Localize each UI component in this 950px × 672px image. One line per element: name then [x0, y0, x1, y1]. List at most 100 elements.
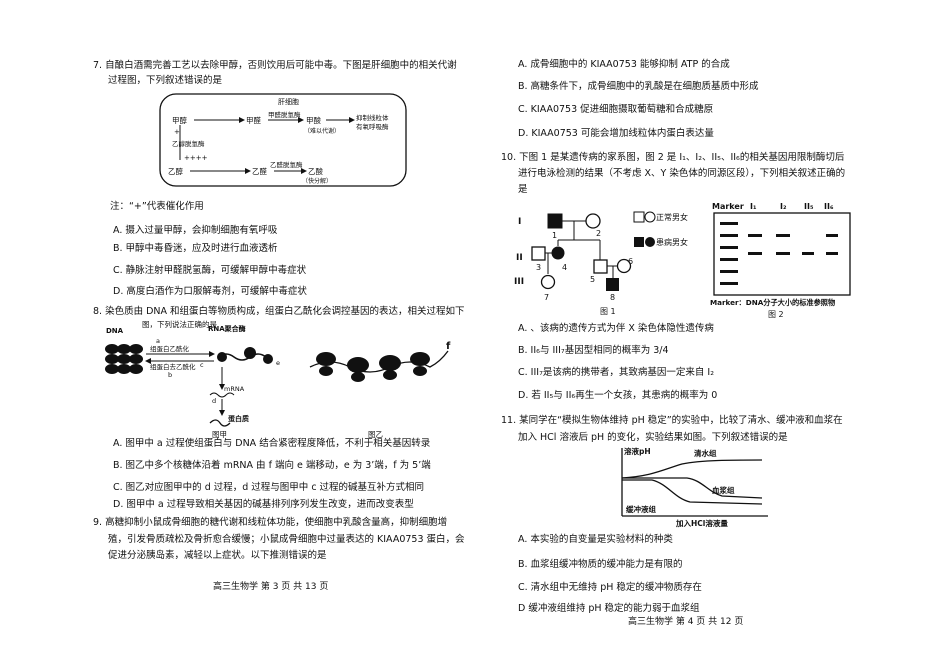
q7-liver-metabolism-diagram: 肝细胞 甲醇 甲醛 甲醛脱氢酶 甲酸 （难以代谢） 抑制线粒体 有氧呼吸酶 + …	[159, 93, 407, 187]
label-d: d	[212, 397, 216, 405]
q7-option-a: A. 摄入过量甲醇，会抑制细胞有氧呼吸	[113, 225, 278, 236]
protein-label: 蛋白质	[228, 414, 249, 423]
figure-b-caption: 图乙	[368, 430, 383, 439]
adh-enzyme-label: 乙醇脱氢酶	[172, 139, 205, 148]
protein-chain	[209, 419, 231, 427]
plasma-curve	[622, 477, 763, 499]
x-axis-label: 加入HCl溶液量	[675, 518, 728, 528]
lane-I1-header: I₁	[750, 202, 757, 211]
nucleosome-3	[263, 354, 273, 364]
water-curve	[621, 459, 763, 479]
q8-option-c: C. 图乙对应图甲中的 d 过程，d 过程与图甲中 c 过程的碱基互补方式相同	[113, 482, 425, 493]
acetic-acid-note: （快分解）	[302, 177, 332, 185]
q9-option-c: C. KIAA0753 促进细胞摄取葡萄糖和合成糖原	[518, 104, 714, 115]
q11-option-a: A. 本实验的自变量是实验材料的种类	[518, 534, 673, 545]
y-axis-label: 溶液pH	[624, 446, 651, 456]
q10-option-c: C. III₇是该病的携带者，其致病基因一定来自 I₂	[518, 367, 715, 378]
buffer-curve	[622, 479, 763, 505]
label-e-left: e	[276, 359, 280, 367]
acetaldehyde-label: 乙醛	[252, 166, 267, 176]
label-3: 3	[536, 263, 541, 272]
label-f: f	[446, 341, 451, 352]
q9-option-a: A. 成骨细胞中的 KIAA0753 能够抑制 ATP 的合成	[518, 59, 730, 70]
generation-1: I	[518, 217, 521, 227]
buffer-series-label: 缓冲液组	[625, 504, 656, 514]
formic-acid-note: （难以代谢）	[304, 127, 340, 135]
sample-bands	[748, 234, 838, 255]
liver-cell-label: 肝细胞	[278, 97, 299, 106]
aldh-enzyme-label: 乙醛脱氢酶	[270, 160, 303, 169]
marker-header: Marker	[712, 202, 744, 211]
q9-stem-line1: 9. 高糖抑制小鼠成骨细胞的糖代谢和线粒体功能，使细胞中乳酸含量高，抑制细胞增	[93, 517, 448, 528]
label-7: 7	[544, 293, 549, 302]
q7-option-c: C. 静脉注射甲醛脱氢酶，可缓解甲醇中毒症状	[113, 265, 307, 276]
legend-affected-female	[645, 237, 655, 247]
left-page-footer: 高三生物学 第 3 页 共 13 页	[213, 582, 329, 592]
q11-option-d: D 缓冲液组维持 pH 稳定的能力弱于血浆组	[518, 603, 700, 614]
generation-2: II	[516, 253, 523, 263]
individual-II5	[593, 259, 608, 274]
formaldehyde-label: 甲醛	[246, 115, 261, 125]
q9-option-b: B. 高糖条件下，成骨细胞中的乳酸是在细胞质基质中形成	[518, 81, 759, 92]
q10-option-b: B. II₆与 III₇基因型相同的概率为 3/4	[518, 345, 669, 356]
q8-option-a: A. 图甲中 a 过程使组蛋白与 DNA 结合紧密程度降低，不利于相关基因转录	[113, 438, 431, 449]
label-2: 2	[596, 229, 601, 238]
label-b: b	[168, 371, 172, 379]
q8-option-d: D. 图甲中 a 过程导致相关基因的碱基排列序列发生改变，进而改变表型	[113, 499, 414, 510]
individual-II3	[531, 246, 546, 261]
pedigree-chart: I II III 1 2 3 4 5 6 7 8 正常男女	[514, 211, 688, 316]
legend-normal-label: 正常男女	[656, 212, 688, 222]
right-page-footer: 高三生物学 第 4 页 共 12 页	[628, 617, 744, 627]
individual-III8	[606, 278, 619, 291]
mrna-strand	[209, 392, 235, 398]
q10-stem-line1: 10. 下图 1 是某遗传病的家系图，图 2 是 I₁、I₂、II₅、II₆的相…	[501, 152, 845, 163]
nucleosome-1	[217, 352, 227, 362]
q11-stem-line2: 加入 HCl 溶液后 pH 的变化，实验结果如图。下列叙述错误的是	[518, 432, 788, 443]
legend-affected-label: 患病男女	[656, 237, 688, 247]
generation-3: III	[514, 277, 524, 287]
dna-label: DNA	[106, 327, 124, 335]
inhibit-label-1: 抑制线粒体	[356, 113, 389, 122]
q7-stem-line2: 过程图，下列叙述错误的是	[108, 75, 223, 86]
label-1: 1	[552, 231, 557, 240]
q8-stem-line1: 8. 染色质由 DNA 和组蛋白等物质构成，组蛋白乙酰化会调控基因的表达，相关过…	[93, 306, 465, 317]
label-6: 6	[628, 257, 633, 266]
q9-stem-line2: 殖，引发骨质疏松及骨折愈合缓慢；小鼠成骨细胞中过量表达的 KIAA0753 蛋白…	[108, 534, 465, 545]
q7-option-b: B. 甲醇中毒昏迷，应及时进行血液透析	[113, 243, 278, 254]
legend-affected-male	[634, 237, 644, 247]
water-series-label: 清水组	[694, 448, 717, 458]
q7-stem-line1: 7. 自酿白酒需完善工艺以去除甲醇，否则饮用后可能中毒。下图是肝细胞中的相关代谢	[93, 60, 457, 71]
electrophoresis-gel: Marker I₁ I₂ II₅ II₆ Marker：DNA分子大小的标准参照…	[710, 202, 851, 318]
figure1-caption: 图 1	[600, 307, 616, 316]
q8-stem-line2: 图，下列说法正确的是	[142, 319, 217, 329]
acetic-acid-label: 乙酸	[308, 166, 323, 176]
plasma-series-label: 血浆组	[712, 485, 735, 495]
q10-option-a: A. 、该病的遗传方式为伴 X 染色体隐性遗传病	[518, 323, 714, 334]
label-5: 5	[590, 275, 595, 284]
legend-normal-female	[644, 211, 656, 223]
label-c: c	[200, 361, 204, 369]
acetylation-label: 组蛋白乙酰化	[150, 344, 190, 353]
ph-chart: 溶液pH 清水组 血浆组 缓冲液组 加入HCl溶液量	[621, 446, 768, 528]
lane-II5-header: II₅	[804, 202, 814, 211]
individual-III7	[540, 274, 556, 290]
condensed-chromatin	[105, 344, 143, 374]
q11-option-c: C. 清水组中无维持 pH 稳定的缓冲物质存在	[518, 582, 702, 593]
label-a: a	[156, 337, 160, 345]
q10-stem-line2: 进行电泳检测的结果（不考虑 X、Y 染色体的同源区段），下列相关叙述正确的	[518, 168, 846, 179]
q7-option-d: D. 高度白酒作为口服解毒剂，可缓解中毒症状	[113, 286, 307, 297]
q8-option-b: B. 图乙中多个核糖体沿着 mRNA 由 f 端向 e 端移动，e 为 3’端，…	[113, 460, 431, 471]
figure-a-caption: 图甲	[212, 430, 227, 439]
deacetylation-label: 组蛋白去乙酰化	[150, 362, 196, 371]
individual-I2	[585, 213, 601, 229]
formic-acid-label: 甲酸	[306, 115, 321, 125]
q10-option-d: D. 若 II₅与 II₆再生一个女孩，其患病的概率为 0	[518, 390, 718, 401]
q7-note: 注：“+”代表催化作用	[110, 201, 204, 212]
marker-bands	[720, 222, 738, 285]
mrna-label: mRNA	[224, 385, 245, 393]
label-8: 8	[610, 293, 615, 302]
legend-normal-male	[633, 211, 645, 223]
label-4: 4	[562, 263, 567, 272]
fdh-enzyme-label: 甲醛脱氢酶	[268, 110, 301, 119]
plus-plus-sign: ++++	[184, 154, 208, 162]
